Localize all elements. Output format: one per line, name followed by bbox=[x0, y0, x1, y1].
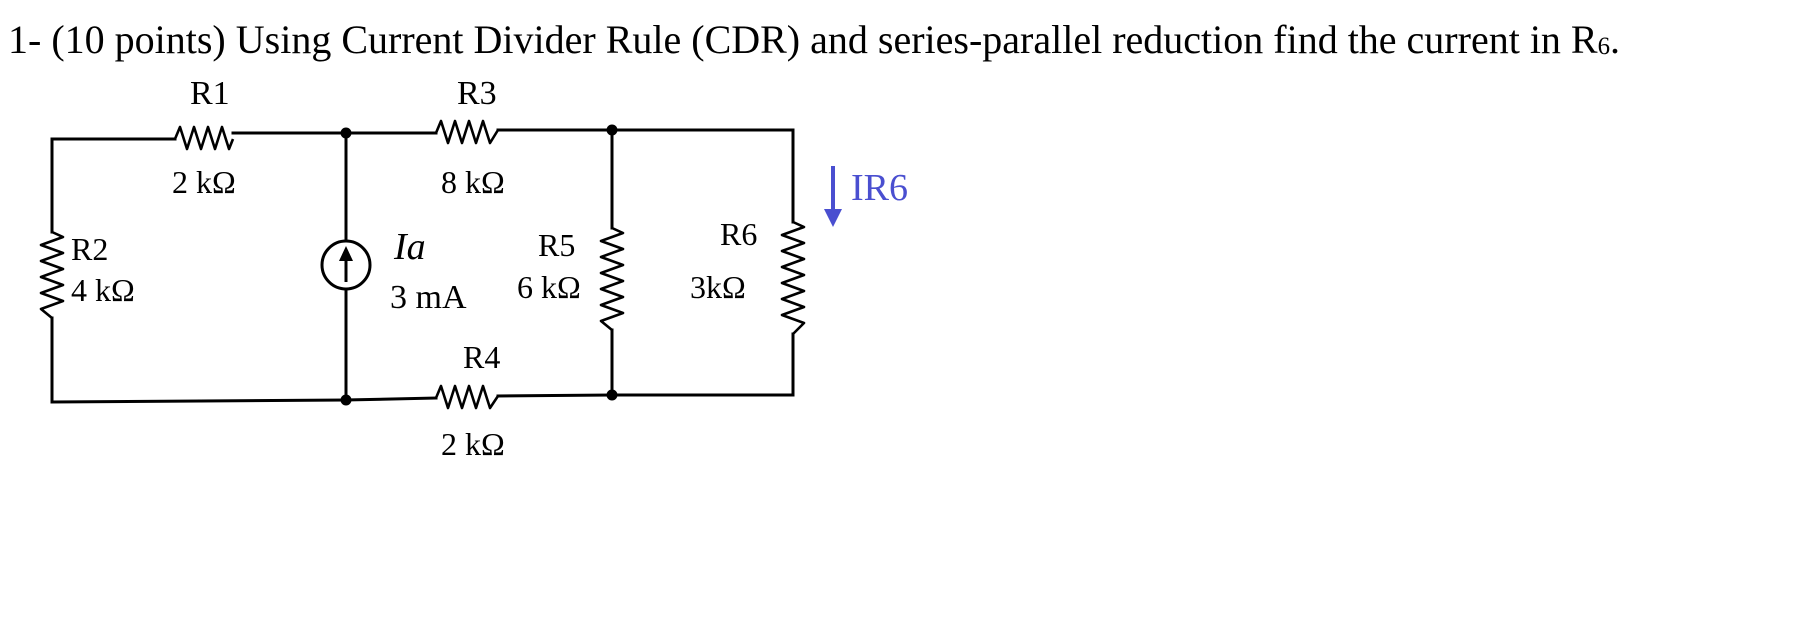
source-label: Ia bbox=[393, 226, 426, 268]
r6-label: R6 bbox=[720, 216, 757, 252]
resistor-r5-symbol bbox=[599, 226, 625, 332]
wire-left-bottom bbox=[50, 316, 348, 404]
problem-suffix: . bbox=[1610, 17, 1621, 62]
wire-left-top bbox=[50, 137, 177, 234]
resistor-r3-symbol bbox=[434, 119, 500, 145]
r4-value: 2 kΩ bbox=[441, 426, 505, 462]
current-label-ir6: IR6 bbox=[851, 167, 908, 209]
r4-label: R4 bbox=[463, 339, 500, 375]
wire-right-bottom bbox=[610, 332, 795, 397]
wires bbox=[50, 128, 795, 404]
r1-value: 2 kΩ bbox=[172, 164, 236, 200]
node-top-left bbox=[340, 127, 352, 139]
problem-text: 1- (10 points) Using Current Divider Rul… bbox=[8, 17, 1598, 62]
current-source bbox=[320, 239, 372, 291]
r3-value: 8 kΩ bbox=[441, 164, 505, 200]
r5-label: R5 bbox=[538, 227, 575, 263]
wire-right-top bbox=[610, 128, 795, 224]
resistor-r1-symbol bbox=[173, 125, 235, 151]
r1-label: R1 bbox=[190, 75, 230, 112]
resistor-r2-symbol bbox=[39, 230, 65, 320]
problem-subscript: 6 bbox=[1597, 33, 1611, 61]
r2-value: 4 kΩ bbox=[71, 272, 135, 308]
current-arrow-ir6 bbox=[824, 166, 842, 227]
r5-value: 6 kΩ bbox=[517, 269, 581, 305]
node-bottom-right bbox=[606, 389, 618, 401]
r3-label: R3 bbox=[457, 75, 497, 112]
source-value: 3 mA bbox=[390, 279, 467, 316]
current-source-arrow-head bbox=[339, 246, 353, 261]
resistor-r6-symbol bbox=[780, 220, 806, 335]
node-top-right bbox=[606, 124, 618, 136]
wire-r4-to-node bbox=[496, 393, 614, 398]
node-bottom-left bbox=[340, 394, 352, 406]
r2-label: R2 bbox=[71, 231, 108, 267]
current-arrow-head bbox=[824, 209, 842, 227]
problem-statement: 1- (10 points) Using Current Divider Rul… bbox=[8, 18, 1620, 62]
nodes bbox=[340, 124, 618, 406]
wire-node-to-r4 bbox=[344, 396, 438, 402]
resistor-r4-symbol bbox=[434, 384, 500, 410]
r6-value: 3kΩ bbox=[690, 269, 746, 305]
